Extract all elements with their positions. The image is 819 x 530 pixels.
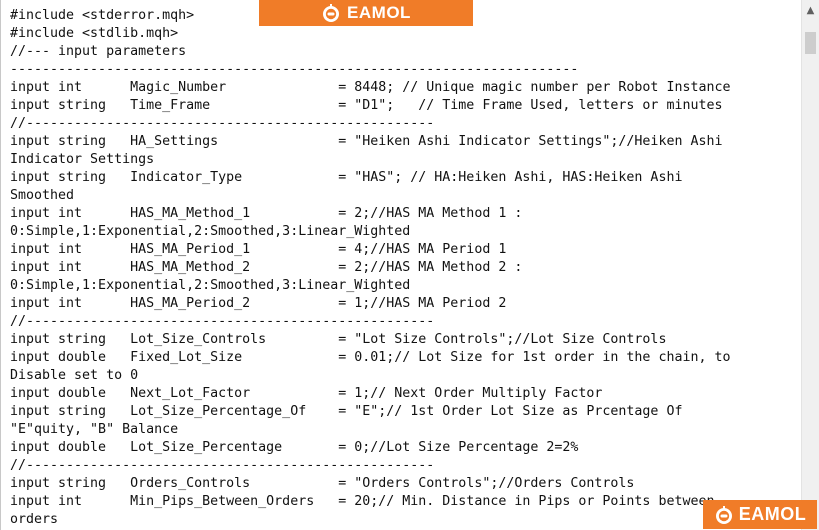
scroll-thumb[interactable] <box>805 32 816 54</box>
code-line: input double Fixed_Lot_Size = 0.01;// Lo… <box>10 350 731 365</box>
code-line: input double Next_Lot_Factor = 1;// Next… <box>10 386 603 401</box>
code-line: input double Lot_Size_Percentage = 0;//L… <box>10 440 579 455</box>
code-line: //--- input parameters <box>10 44 187 59</box>
code-line: orders <box>10 512 59 527</box>
code-line: //--------------------------------------… <box>10 458 435 473</box>
code-line: input string Indicator_Type = "HAS"; // … <box>10 170 683 185</box>
code-line: Indicator Settings <box>10 152 155 167</box>
scroll-up-arrow-icon[interactable]: ▲ <box>806 5 815 16</box>
code-line: input int HAS_MA_Period_1 = 4;//HAS MA P… <box>10 242 507 257</box>
code-line: input int HAS_MA_Method_1 = 2;//HAS MA M… <box>10 206 523 221</box>
brand-name: EAMOL <box>347 3 411 22</box>
brand-banner: EAMOL <box>259 0 473 26</box>
code-line: input string Orders_Controls = "Orders C… <box>10 476 635 491</box>
code-line: #include <stdlib.mqh> <box>10 26 179 41</box>
code-line: input int HAS_MA_Period_2 = 1;//HAS MA P… <box>10 296 507 311</box>
code-line: Disable set to 0 <box>10 368 139 383</box>
code-line: 0:Simple,1:Exponential,2:Smoothed,3:Line… <box>10 224 411 239</box>
brand-corner-badge: EAMOL <box>703 500 817 529</box>
brand-name: EAMOL <box>738 504 807 524</box>
code-line: //--------------------------------------… <box>10 116 435 131</box>
code-line: input int Magic_Number = 8448; // Unique… <box>10 80 731 95</box>
code-line: input int HAS_MA_Method_2 = 2;//HAS MA M… <box>10 260 523 275</box>
code-line: input int Min_Pips_Between_Orders = 20;/… <box>10 494 715 509</box>
code-line: input string Lot_Size_Controls = "Lot Si… <box>10 332 667 347</box>
code-line: ----------------------------------------… <box>10 62 579 77</box>
robot-logo-icon <box>715 505 732 524</box>
code-text-area[interactable]: #include <stderror.mqh> #include <stdlib.… <box>10 7 745 529</box>
code-line: input string Time_Frame = "D1"; // Time … <box>10 98 723 113</box>
code-line: input string HA_Settings = "Heiken Ashi … <box>10 134 723 149</box>
code-line: input string Lot_Size_Percentage_Of = "E… <box>10 404 683 419</box>
robot-logo-icon <box>323 4 340 22</box>
code-line: //--------------------------------------… <box>10 314 435 329</box>
code-line: 0:Simple,1:Exponential,2:Smoothed,3:Line… <box>10 278 411 293</box>
code-line: #include <stderror.mqh> <box>10 8 195 23</box>
vertical-scrollbar[interactable]: ▲ <box>801 0 819 530</box>
code-line: Smoothed <box>10 188 75 203</box>
code-line: "E"quity, "B" Balance <box>10 422 179 437</box>
